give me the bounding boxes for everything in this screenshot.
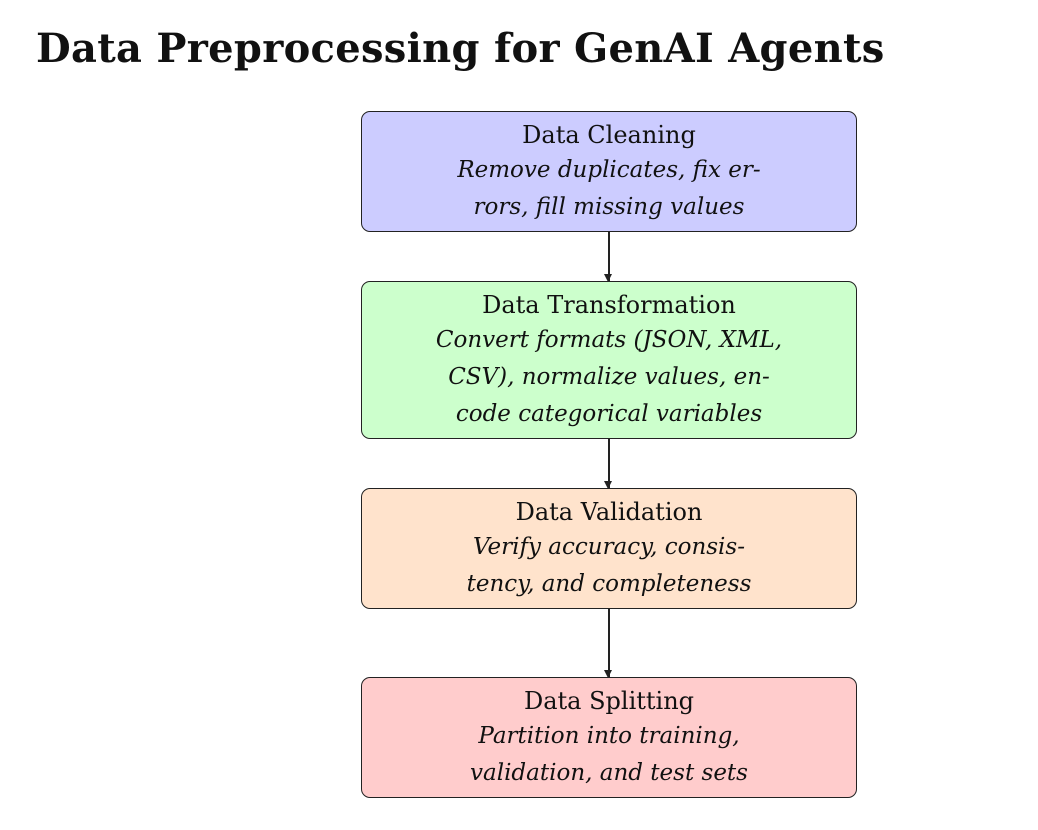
step-description: Verify accuracy, consis- tency, and comp… [466,533,752,597]
step-description: Convert formats (JSON, XML, CSV), normal… [435,326,783,427]
step-description: Partition into training, validation, and… [470,722,748,786]
step-title: Data Validation [515,497,703,526]
step-data-transformation: Data Transformation Convert formats (JSO… [361,281,857,439]
step-data-splitting: Data Splitting Partition into training, … [361,677,857,798]
flow-arrow [605,609,611,678]
flow-arrow [605,439,611,489]
page-title: Data Preprocessing for GenAI Agents [36,25,885,72]
step-data-validation: Data Validation Verify accuracy, consis-… [361,488,857,609]
step-description: Remove duplicates, fix er- rors, fill mi… [457,156,761,220]
step-data-cleaning: Data Cleaning Remove duplicates, fix er-… [361,111,857,232]
step-title: Data Cleaning [522,120,696,149]
flow-arrow [605,232,611,282]
step-title: Data Transformation [482,290,736,319]
step-title: Data Splitting [523,686,695,715]
